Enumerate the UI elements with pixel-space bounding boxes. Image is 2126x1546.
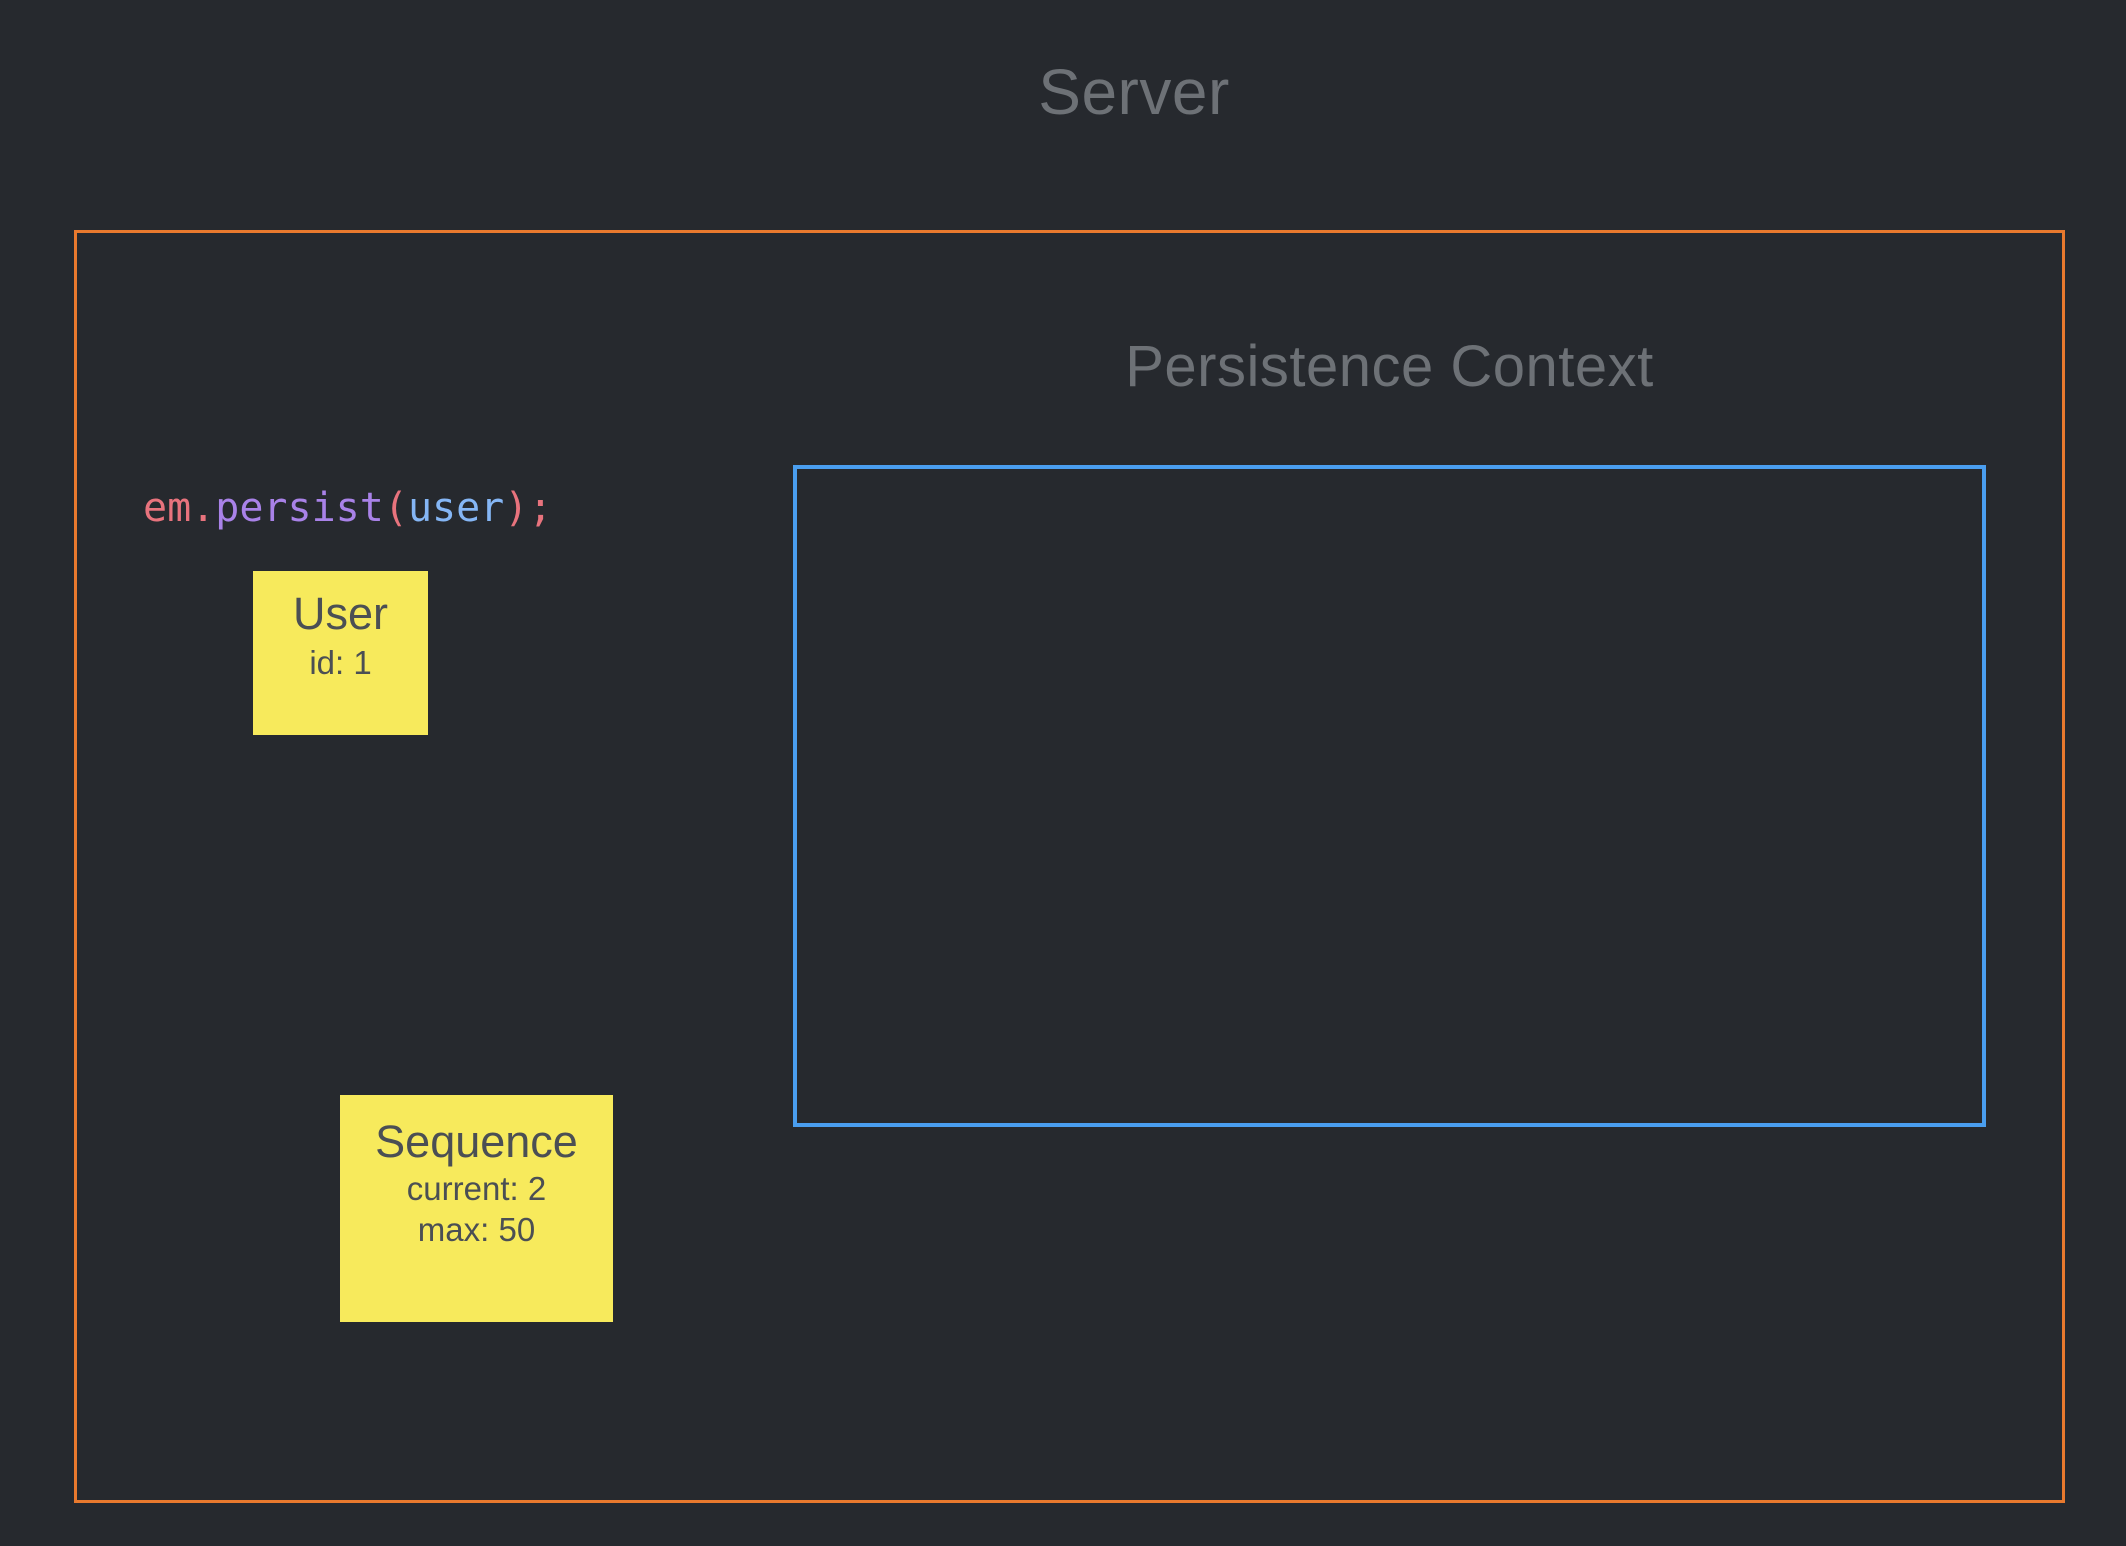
entity-field-sequence-current: current: 2	[406, 1170, 547, 1208]
entity-box-sequence: Sequence current: 2 max: 50	[340, 1095, 613, 1322]
code-snippet: em.persist(user);	[143, 484, 552, 532]
server-boundary-rect	[74, 230, 2065, 1503]
code-token-paren-open: (	[383, 485, 408, 531]
entity-title-user: User	[292, 588, 388, 639]
entity-field-sequence-max: max: 50	[417, 1211, 536, 1249]
server-title: Server	[1038, 56, 1230, 128]
entity-field-user-id: id: 1	[309, 644, 372, 682]
code-token-paren-close: )	[504, 485, 529, 531]
persistence-context-title: Persistence Context	[1125, 334, 1654, 399]
persistence-context-boundary-rect	[793, 465, 1986, 1127]
code-token-method: persist	[215, 485, 384, 531]
code-token-dot: .	[191, 485, 216, 531]
entity-box-user: User id: 1	[253, 571, 428, 735]
code-token-argument: user	[407, 485, 505, 531]
entity-title-sequence: Sequence	[375, 1116, 578, 1167]
code-token-object: em	[143, 485, 192, 531]
code-token-semicolon: ;	[528, 485, 553, 531]
